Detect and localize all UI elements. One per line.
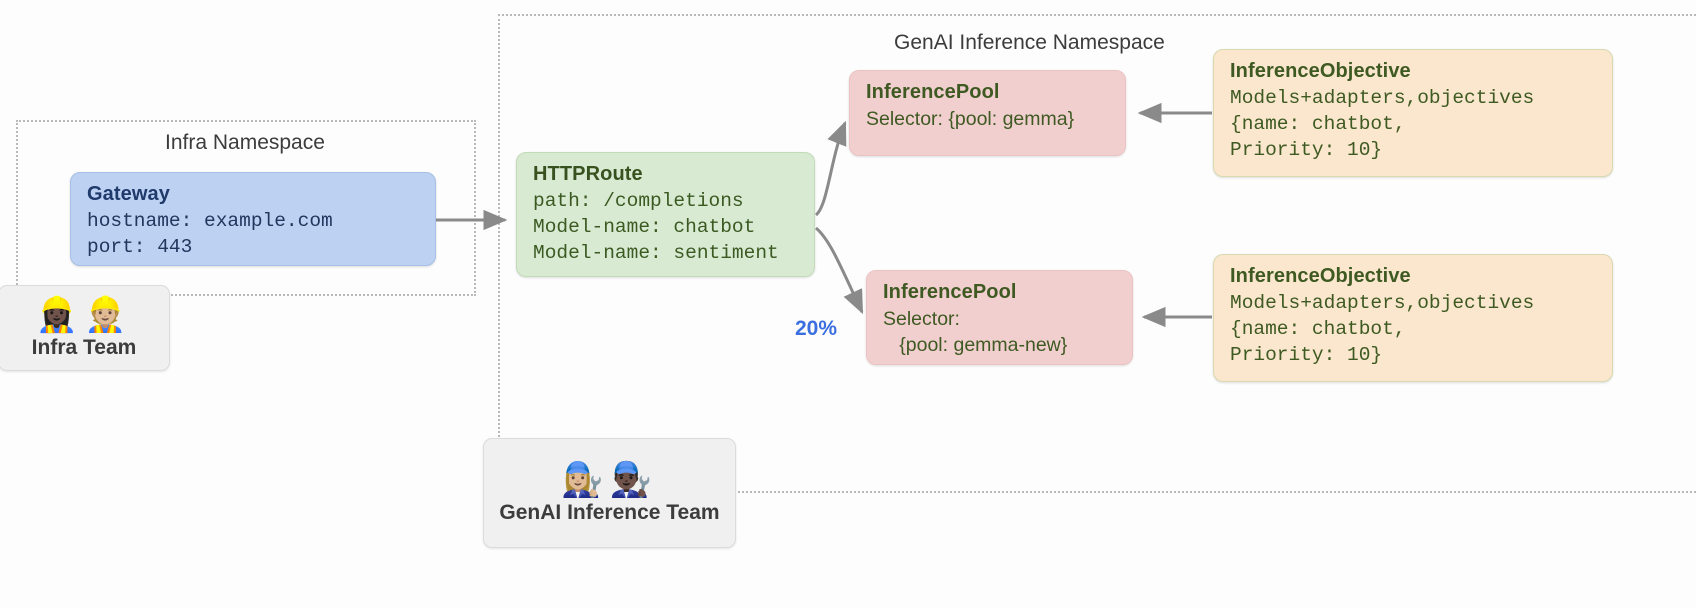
node-httproute-line-0: path: /completions — [533, 190, 744, 212]
namespace-genai-label: GenAI Inference Namespace — [894, 31, 1165, 54]
node-gateway-kind: Gateway — [87, 183, 170, 205]
node-inferencepool-gemma-new-line-0: Selector: — [883, 308, 960, 330]
node-inferenceobjective-top-kind: InferenceObjective — [1230, 60, 1411, 82]
team-infra[interactable]: 👷🏿‍♀️👷🏼 Infra Team — [0, 285, 170, 371]
node-inferencepool-gemma-new[interactable]: InferencePool Selector: {pool: gemma-new… — [866, 270, 1133, 365]
node-inferenceobjective-bottom-line-1: {name: chatbot, — [1230, 318, 1406, 340]
node-inferenceobjective-bottom-line-2: Priority: 10} — [1230, 344, 1383, 366]
node-inferencepool-gemma-line-0: Selector: {pool: gemma} — [866, 108, 1075, 130]
node-httproute-kind: HTTPRoute — [533, 163, 643, 185]
traffic-split-label: 20% — [795, 317, 838, 340]
team-genai-label: GenAI Inference Team — [499, 501, 720, 524]
node-inferenceobjective-bottom-kind: InferenceObjective — [1230, 265, 1411, 287]
node-inferenceobjective-bottom-line-0: Models+adapters,objectives — [1230, 292, 1535, 314]
node-inferenceobjective-top-line-2: Priority: 10} — [1230, 139, 1383, 161]
team-infra-label: Infra Team — [31, 336, 137, 359]
node-inferencepool-gemma-new-line-1: {pool: gemma-new} — [883, 334, 1068, 356]
node-inferenceobjective-bottom[interactable]: InferenceObjective Models+adapters,objec… — [1213, 254, 1613, 382]
node-gateway-line-1: port: 443 — [87, 236, 193, 258]
node-inferencepool-gemma-new-kind: InferencePool — [883, 281, 1017, 303]
namespace-genai — [498, 14, 1696, 493]
namespace-infra — [16, 120, 476, 296]
node-inferencepool-gemma[interactable]: InferencePool Selector: {pool: gemma} — [849, 70, 1126, 156]
node-inferenceobjective-top[interactable]: InferenceObjective Models+adapters,objec… — [1213, 49, 1613, 177]
node-httproute-line-2: Model-name: sentiment — [533, 242, 779, 264]
team-infra-avatars: 👷🏿‍♀️👷🏼 — [35, 295, 133, 335]
node-gateway-line-0: hostname: example.com — [87, 210, 333, 232]
node-httproute[interactable]: HTTPRoute path: /completions Model-name:… — [516, 152, 815, 277]
node-inferencepool-gemma-kind: InferencePool — [866, 81, 1000, 103]
team-genai[interactable]: 👩🏼‍🔧👨🏿‍🔧 GenAI Inference Team — [483, 438, 736, 548]
node-gateway[interactable]: Gateway hostname: example.com port: 443 — [70, 172, 436, 266]
node-inferenceobjective-top-line-1: {name: chatbot, — [1230, 113, 1406, 135]
node-httproute-line-1: Model-name: chatbot — [533, 216, 756, 238]
namespace-infra-label: Infra Namespace — [165, 131, 325, 154]
team-genai-avatars: 👩🏼‍🔧👨🏿‍🔧 — [561, 460, 658, 500]
node-inferenceobjective-top-line-0: Models+adapters,objectives — [1230, 87, 1535, 109]
